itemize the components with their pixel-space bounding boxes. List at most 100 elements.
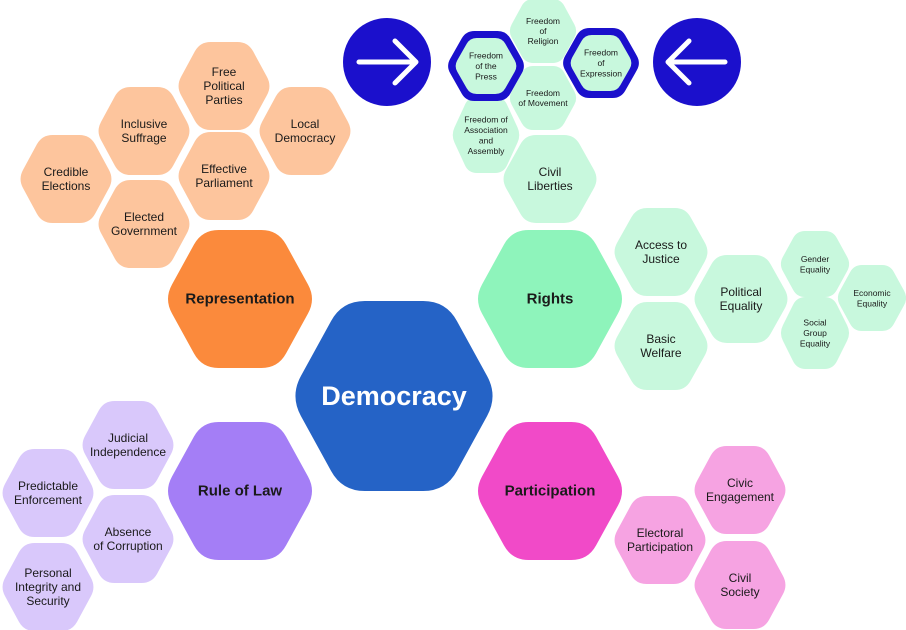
rule-of-law-hexagon-label: Rule of Law xyxy=(198,483,283,500)
access-to-justice-label-line-2: Justice xyxy=(642,252,680,266)
representation-item-5-label-line-1: Credible xyxy=(44,165,89,179)
representation-item-3-label-line-1: Inclusive xyxy=(121,117,168,131)
representation-item-5-label-line-2: Elections xyxy=(42,179,91,193)
rule-of-law-item-2-label-line-2: Enforcement xyxy=(14,493,83,507)
representation-item-6-label-line-1: Elected xyxy=(124,210,164,224)
representation-hexagon-shape xyxy=(168,230,312,368)
rule-of-law-item-4-label-line-1: Personal xyxy=(24,566,71,580)
rule-of-law-item-4-label-line-2: Integrity and xyxy=(15,580,81,594)
rule-of-law-item-3-label-line-2: of Corruption xyxy=(93,539,162,553)
social-group-equality-shape xyxy=(780,297,850,369)
freedom-of-association-label-line-3: and xyxy=(479,135,493,145)
arrow-left-icon xyxy=(665,38,728,86)
participation-item-3-shape xyxy=(694,541,786,629)
freedom-of-expression-label-line-1: Freedom xyxy=(584,48,618,58)
rights-hexagon-label: Rights xyxy=(527,291,574,308)
participation-item-2-shape xyxy=(614,496,706,584)
rights-hexagon: Rights xyxy=(478,230,622,368)
rule-of-law-item-2-shape xyxy=(2,449,94,537)
participation-item-2-label-line-1: Electoral xyxy=(637,526,684,540)
rule-of-law-hexagon-shape xyxy=(168,422,312,560)
arrow-right-icon xyxy=(356,38,419,86)
arrow-circle-right xyxy=(653,18,741,106)
basic-welfare-label-line-2: Welfare xyxy=(640,346,681,360)
representation-item-1-shape xyxy=(178,42,270,130)
rule-of-law-item-3-label-line-1: Absence xyxy=(105,525,152,539)
freedom-of-religion-shape xyxy=(509,0,577,63)
freedom-of-expression-shape xyxy=(570,35,632,91)
freedom-of-the-press-shape xyxy=(455,38,517,94)
participation-hexagon-label: Participation xyxy=(505,483,596,500)
economic-equality-shape xyxy=(837,265,906,331)
social-group-equality-label-line-1: Social xyxy=(803,318,826,328)
rule-of-law-item-4-shape xyxy=(2,543,94,630)
freedom-of-expression-label-line-3: Expression xyxy=(580,69,622,79)
rule-of-law-hexagon: Rule of Law xyxy=(168,422,312,560)
democracy-center-hexagon: Democracy xyxy=(295,301,493,491)
representation-item-6-label-line-2: Government xyxy=(111,224,178,238)
rule-of-law-item-1-shape xyxy=(82,401,174,489)
freedom-of-religion-label-line-3: Religion xyxy=(528,36,559,46)
political-equality-shape xyxy=(694,255,788,343)
rule-of-law-item-2-label-line-1: Predictable xyxy=(18,479,78,493)
basic-welfare-label-line-1: Basic xyxy=(646,332,675,346)
democracy-center-hexagon-shape xyxy=(295,301,493,491)
democracy-center-hexagon-label: Democracy xyxy=(321,381,467,411)
civil-liberties-shape xyxy=(503,135,597,223)
political-equality-label-line-1: Political xyxy=(720,285,761,299)
civil-liberties-label-line-2: Liberties xyxy=(527,179,572,193)
arrow-circle-left xyxy=(343,18,431,106)
participation-item-3-label-line-1: Civil xyxy=(729,571,752,585)
representation-item-3-shape xyxy=(98,87,190,175)
representation-item-2-shape xyxy=(259,87,351,175)
representation-item-1-label-line-3: Parties xyxy=(205,93,242,107)
participation-item-3-label-line-2: Society xyxy=(720,585,759,599)
participation-item-2-label-line-2: Participation xyxy=(627,540,693,554)
rights-hexagon-shape xyxy=(478,230,622,368)
participation-item-1-label-line-1: Civic xyxy=(727,476,753,490)
freedom-of-religion-label-line-1: Freedom xyxy=(526,16,560,26)
freedom-of-the-press-label-line-2: of the xyxy=(475,61,497,71)
economic-equality-label-line-2: Equality xyxy=(857,298,888,308)
access-to-justice-label-line-1: Access to xyxy=(635,238,687,252)
representation-item-3-label-line-2: Suffrage xyxy=(121,131,166,145)
freedom-of-movement-shape xyxy=(509,66,577,130)
representation-item-2-label-line-1: Local xyxy=(291,117,320,131)
access-to-justice-shape xyxy=(614,208,708,296)
freedom-of-association-shape xyxy=(452,97,520,173)
representation-hexagon: Representation xyxy=(168,230,312,368)
rule-of-law-item-3-shape xyxy=(82,495,174,583)
gender-equality-label-line-1: Gender xyxy=(801,254,830,264)
freedom-of-religion-label-line-2: of xyxy=(539,26,547,36)
rule-of-law-item-1-label-line-1: Judicial xyxy=(108,431,148,445)
civil-liberties-label-line-1: Civil xyxy=(539,165,562,179)
economic-equality-label-line-1: Economic xyxy=(853,288,891,298)
representation-item-5-shape xyxy=(20,135,112,223)
gender-equality-shape xyxy=(780,231,850,297)
participation-item-1-label-line-2: Engagement xyxy=(706,490,775,504)
social-group-equality-label-line-2: Group xyxy=(803,328,827,338)
